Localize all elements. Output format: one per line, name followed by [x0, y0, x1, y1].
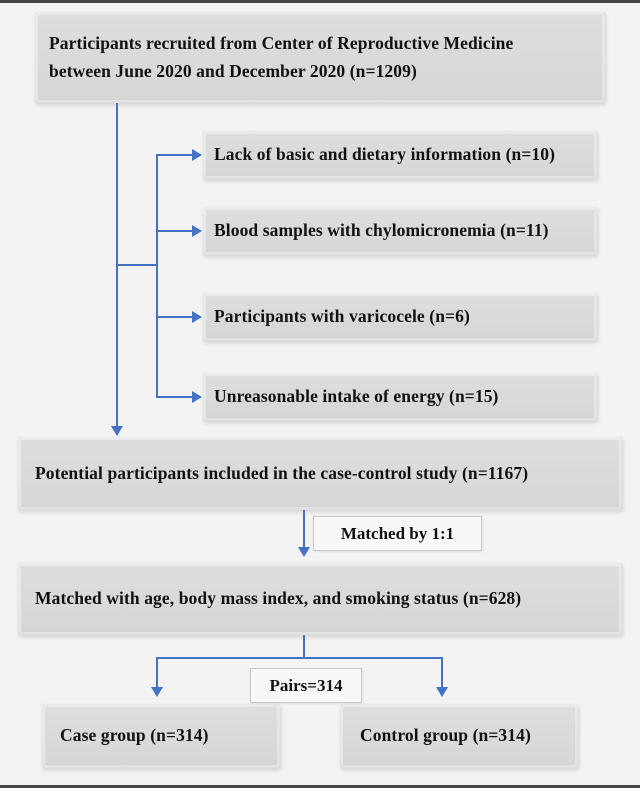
connector-split-horizontal — [156, 657, 443, 659]
edge-label-matched-by-text: Matched by 1:1 — [340, 523, 455, 543]
connector-exclusion-1 — [156, 154, 193, 156]
node-potential: Potential participants included in the c… — [18, 437, 622, 510]
arrowhead-exclusion-2 — [192, 225, 202, 237]
arrowhead-to-matched — [298, 547, 310, 557]
node-recruited: Participants recruited from Center of Re… — [35, 12, 605, 103]
arrowhead-to-control — [436, 687, 448, 697]
figure-bottom-rule — [0, 785, 640, 788]
node-exclusion-1: Lack of basic and dietary information (n… — [203, 131, 597, 179]
arrowhead-exclusion-3 — [192, 311, 202, 323]
arrowhead-exclusion-4 — [192, 391, 202, 403]
connector-exclusion-2 — [156, 230, 193, 232]
connector-to-control — [441, 657, 443, 688]
node-recruited-label: Participants recruited from Center of Re… — [49, 33, 514, 81]
node-matched-label: Matched with age, body mass index, and s… — [35, 588, 522, 609]
connector-branch-horizontal — [116, 264, 158, 266]
node-matched: Matched with age, body mass index, and s… — [18, 563, 622, 635]
edge-label-pairs: Pairs=314 — [250, 668, 362, 703]
node-exclusion-4: Unreasonable intake of energy (n=15) — [203, 373, 597, 421]
edge-label-matched-by: Matched by 1:1 — [313, 516, 482, 551]
node-exclusion-3-label: Participants with varicocele (n=6) — [214, 306, 470, 327]
node-exclusion-3: Participants with varicocele (n=6) — [203, 293, 597, 341]
connector-exclusion-vertical — [156, 154, 158, 398]
connector-to-case — [156, 657, 158, 688]
connector-exclusion-4 — [156, 396, 193, 398]
node-control-group-label: Control group (n=314) — [360, 725, 531, 746]
arrowhead-exclusion-1 — [192, 149, 202, 161]
node-potential-label: Potential participants included in the c… — [35, 462, 529, 483]
arrowhead-to-potential — [111, 426, 123, 436]
node-exclusion-2-label: Blood samples with chylomicronemia (n=11… — [214, 220, 549, 241]
figure-top-rule — [0, 0, 640, 3]
arrowhead-to-case — [151, 687, 163, 697]
node-control-group: Control group (n=314) — [340, 704, 578, 768]
connector-potential-matched — [303, 510, 305, 548]
node-exclusion-1-label: Lack of basic and dietary information (n… — [214, 144, 556, 165]
node-exclusion-2: Blood samples with chylomicronemia (n=11… — [203, 207, 597, 255]
connector-split-stem — [303, 635, 305, 659]
node-exclusion-4-label: Unreasonable intake of energy (n=15) — [214, 386, 499, 407]
node-case-group-label: Case group (n=314) — [60, 725, 209, 746]
connector-exclusion-3 — [156, 316, 193, 318]
node-case-group: Case group (n=314) — [42, 704, 280, 768]
edge-label-pairs-text: Pairs=314 — [269, 675, 343, 695]
